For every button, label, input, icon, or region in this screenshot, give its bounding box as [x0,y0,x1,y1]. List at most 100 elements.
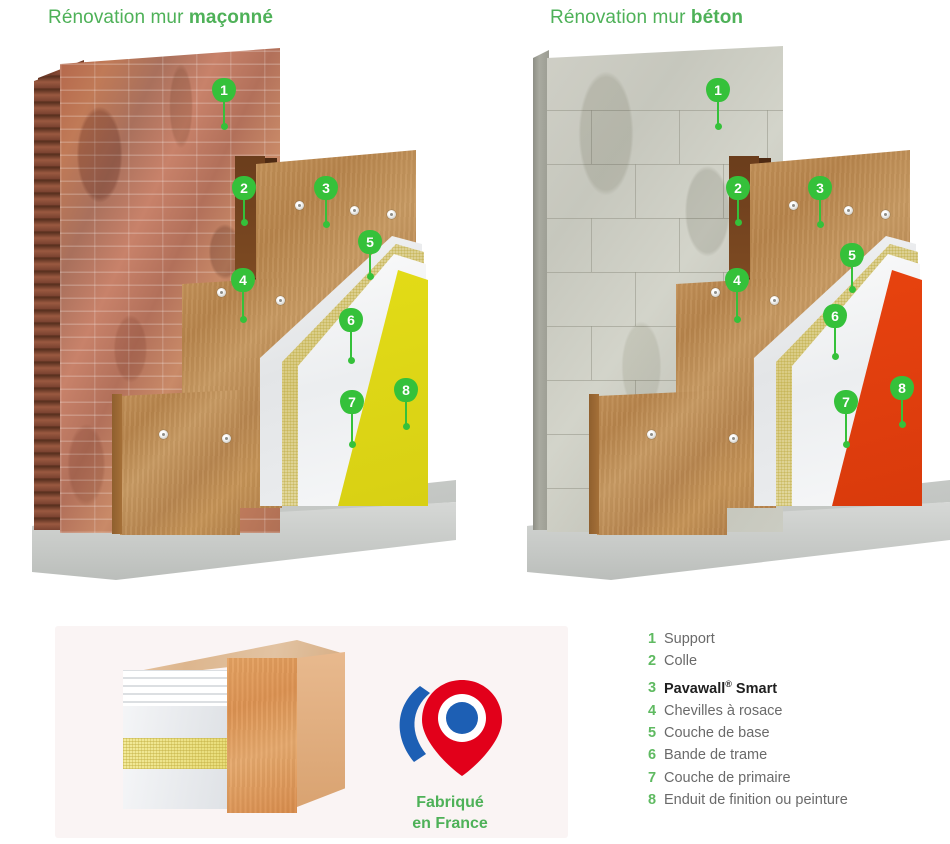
callout-marker-7[interactable]: 7 [340,390,364,448]
panel-title-masonry-bold: maçonné [188,7,274,28]
dowel-fixing [711,288,720,297]
callout-marker-6[interactable]: 6 [823,304,847,360]
diagram-concrete-wall: 1 2 3 4 5 6 7 [515,38,950,628]
callout-marker-4[interactable]: 4 [231,268,255,323]
dowel-fixing [729,434,738,443]
callout-marker-5[interactable]: 5 [358,230,382,280]
legend-item-6-number: 6 [648,747,657,764]
legend-item-8: 8 Enduit de finition ou peinture [648,789,938,811]
legend-item-2-number: 2 [648,653,657,670]
callout-marker-8-label: 8 [890,376,914,400]
callout-marker-2[interactable]: 2 [232,176,256,226]
callout-marker-4-label: 4 [725,268,749,292]
callout-marker-3-label: 3 [314,176,338,200]
dowel-fixing [647,430,656,439]
callout-marker-2[interactable]: 2 [726,176,750,226]
board-side-edge [589,394,599,534]
callout-marker-3-label: 3 [808,176,832,200]
legend-item-8-label: Enduit de finition ou peinture [664,791,848,808]
legend-item-3-label: Pavawall® Smart [664,673,777,700]
made-in-france-line2: en France [412,814,488,832]
callout-marker-5-label: 5 [358,230,382,254]
callout-marker-6[interactable]: 6 [339,308,363,364]
board-side-edge [112,394,122,534]
callout-marker-1-label: 1 [212,78,236,102]
dowel-fixing [217,288,226,297]
callout-marker-7[interactable]: 7 [834,390,858,448]
dowel-fixing [295,201,304,210]
sample-board-face [227,658,297,813]
legend-item-3: 3 Pavawall® Smart [648,673,938,700]
legend-item-3-number: 3 [648,680,657,697]
legend-item-5: 5 Couche de base [648,722,938,744]
callout-marker-7-label: 7 [340,390,364,414]
panel-title-masonry-light: Rénovation mur [48,7,189,28]
legend-item-6: 6 Bande de trame [648,744,938,766]
legend-item-4: 4 Chevilles à rosace [648,700,938,722]
dowel-fixing [276,296,285,305]
panel-title-masonry: Rénovation mur maçonné [48,7,273,29]
sample-board-side [297,652,345,807]
callout-marker-6-label: 6 [339,308,363,332]
callout-marker-3[interactable]: 3 [314,176,338,228]
callout-marker-4-label: 4 [231,268,255,292]
pavawall-board-lower [597,390,727,535]
sample-render-mesh [123,738,227,769]
callout-marker-8[interactable]: 8 [890,376,914,428]
sample-render-wave [123,670,227,706]
legend-item-2-label: Colle [664,653,698,670]
france-location-pin-icon [399,680,502,776]
legend-item-1-label: Support [664,631,715,647]
dowel-fixing [222,434,231,443]
dowel-fixing [881,210,890,219]
callout-marker-4[interactable]: 4 [725,268,749,323]
dowel-fixing [159,430,168,439]
diagram-masonry-wall: 1 2 3 4 5 6 7 [20,38,470,628]
legend-item-3-brand: Pavawall [664,680,726,697]
callout-marker-2-label: 2 [726,176,750,200]
legend-item-5-number: 5 [648,725,657,742]
legend-item-7-label: Couche de primaire [664,769,791,786]
legend-item-3-suffix: Smart [731,680,778,697]
made-in-france-line1: Fabriqué [416,794,484,811]
dowel-fixing [350,206,359,215]
legend-item-7: 7 Couche de primaire [648,767,938,789]
legend-item-4-label: Chevilles à rosace [664,702,783,719]
callout-marker-1-label: 1 [706,78,730,102]
dowel-fixing [770,296,779,305]
panel-title-concrete-light: Rénovation mur [550,7,691,28]
callout-marker-5-label: 5 [840,243,864,267]
legend-item-1-number: 1 [648,631,657,647]
callout-marker-1[interactable]: 1 [706,78,730,130]
made-in-france-caption: Fabriqué en France [380,793,520,835]
pavawall-board-lower [120,390,240,535]
registered-trademark-icon: ® [725,678,732,689]
callout-marker-5[interactable]: 5 [840,243,864,293]
pavawall-sample-block [105,640,345,825]
legend-list: 1 Support 2 Colle 3 Pavawall® Smart 4 Ch… [648,628,938,811]
legend-item-7-number: 7 [648,769,657,786]
dowel-fixing [387,210,396,219]
legend-item-1: 1 Support [648,628,938,650]
product-sample-panel: Fabriqué en France [55,626,568,838]
callout-marker-8-label: 8 [394,378,418,402]
panel-title-concrete-bold: béton [690,7,744,28]
callout-marker-7-label: 7 [834,390,858,414]
sample-render-primer [123,769,227,809]
panel-title-concrete: Rénovation mur béton [550,7,743,29]
callout-marker-6-label: 6 [823,304,847,328]
legend-item-6-label: Bande de trame [664,747,768,764]
dowel-fixing [844,206,853,215]
block-wall-edge [533,50,549,530]
sample-render-base [123,706,227,738]
callout-marker-3[interactable]: 3 [808,176,832,228]
callout-marker-1[interactable]: 1 [212,78,236,130]
legend-item-4-number: 4 [648,702,657,719]
callout-marker-2-label: 2 [232,176,256,200]
legend-item-5-label: Couche de base [664,725,770,742]
callout-marker-8[interactable]: 8 [394,378,418,430]
made-in-france-badge: Fabriqué en France [380,676,520,835]
legend-item-8-number: 8 [648,791,657,808]
dowel-fixing [789,201,798,210]
